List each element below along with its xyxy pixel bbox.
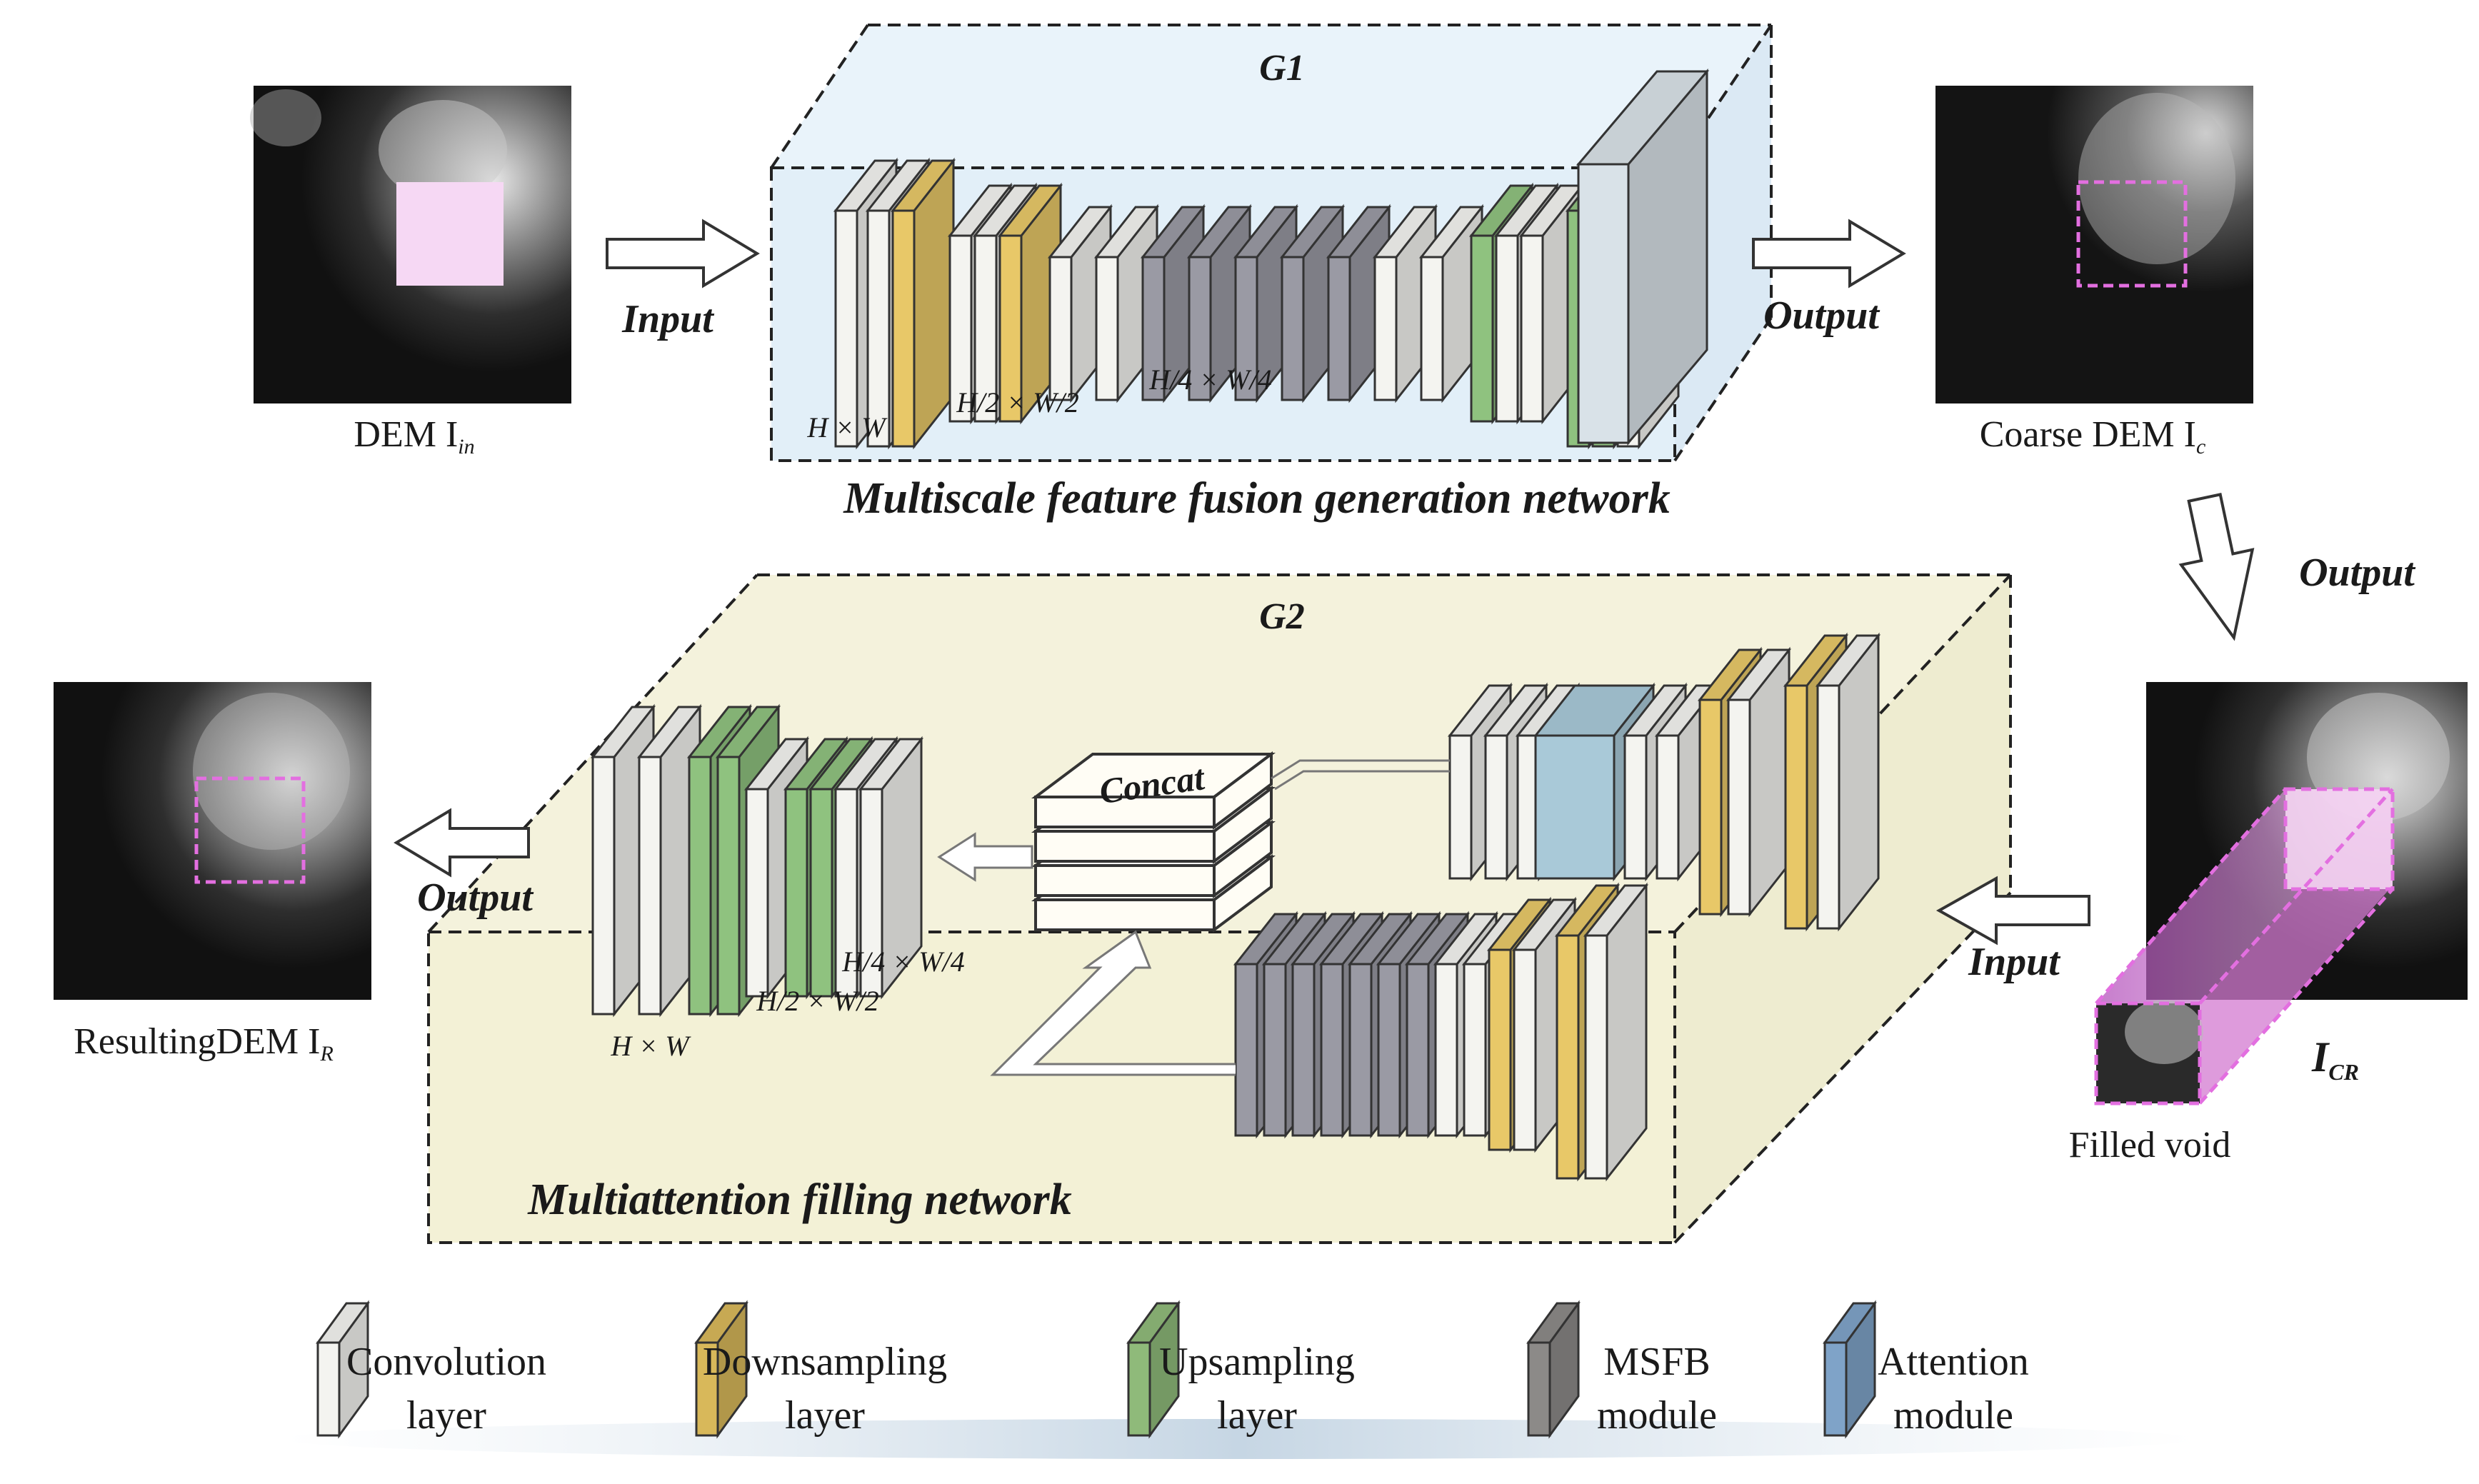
legend-swatch-0	[316, 1300, 370, 1439]
g2-dim-quarter: H/4 × W/4	[841, 946, 964, 978]
g2-top-conv-7	[1726, 646, 1792, 918]
filled-void-label: Filled void	[2069, 1125, 2231, 1165]
output-label-right: Output	[2299, 551, 2415, 595]
connector-top-2	[1274, 770, 1450, 791]
g2-layer-stack	[590, 632, 1881, 1182]
g1-dim-half: H/2 × W/2	[956, 386, 1078, 418]
g1-conv-layer-6	[1047, 204, 1113, 403]
g1-layer-stack	[833, 68, 1710, 450]
legend-label-3-line1: MSFB	[1603, 1340, 1710, 1384]
g2-dim-half: H/2 × W/2	[756, 985, 878, 1017]
legend-label-4-line1: Attention	[1878, 1340, 2029, 1384]
output-arrow-left	[394, 808, 530, 878]
coarse-dem-image	[1935, 86, 2253, 403]
legend-label-0-line2: layer	[406, 1393, 486, 1438]
concat-block: Concat	[1031, 751, 1276, 933]
legend-item-1: Downsampling layer	[694, 1300, 947, 1439]
input-label-right: Input	[1968, 940, 2060, 984]
legend-swatch-4	[1823, 1300, 1877, 1439]
legend-item-2: Upsampling layer	[1126, 1300, 1355, 1439]
void-region	[396, 182, 504, 286]
connector-bottom	[990, 930, 1236, 1076]
legend-label-0-line1: Convolution	[346, 1340, 546, 1384]
dem-input-label: DEM Iin	[354, 414, 474, 458]
legend-label-1-line2: layer	[785, 1393, 865, 1438]
legend-label-1-line1: Downsampling	[703, 1340, 947, 1384]
g2-network: Concat G2 H × W H/2 × W/2 H/4 × W/4 Mult…	[427, 573, 2012, 1244]
legend-label-3-line2: module	[1597, 1393, 1717, 1438]
result-void-region	[194, 776, 306, 884]
legend-swatch-1	[694, 1300, 748, 1439]
g1-conv-final-layer	[1576, 68, 1710, 446]
legend-label-2-line2: layer	[1217, 1393, 1297, 1438]
coarse-void-region	[2076, 180, 2188, 288]
concat-to-decoder-arrow	[937, 832, 1033, 882]
dem-input-image	[250, 86, 571, 403]
legend: ConvolutionlayerDownsamplinglayerUpsampl…	[282, 1300, 2196, 1459]
input-label-top: Input	[621, 297, 714, 341]
g2-top-conv-9	[1815, 632, 1881, 932]
input-arrow-top	[606, 219, 760, 289]
legend-swatch-3	[1526, 1300, 1581, 1439]
legend-swatch-2	[1126, 1300, 1181, 1439]
g1-dim-full: H × W	[806, 411, 888, 443]
g1-network: G1 H × W H/2 × W/2 H/4 × W/4 Multiscale …	[770, 24, 1773, 523]
g1-caption: Multiscale feature fusion generation net…	[843, 474, 1670, 523]
resulting-dem-image	[54, 682, 371, 1000]
filled-void-prism	[2094, 787, 2395, 1106]
legend-label-4-line2: module	[1893, 1393, 2013, 1438]
output-arrow-top	[1752, 219, 1906, 289]
input-arrow-right	[1935, 876, 2090, 946]
output-label-left: Output	[417, 876, 534, 920]
resulting-dem-label: ResultingDEM IR	[74, 1021, 334, 1066]
g2-title: G2	[1259, 596, 1305, 637]
legend-item-4: Attention module	[1823, 1300, 2029, 1439]
output-label-top: Output	[1763, 294, 1880, 338]
g2-dim-full: H × W	[610, 1030, 691, 1062]
g2-bottom-conv-12	[1583, 882, 1649, 1182]
legend-item-0: Convolution layer	[316, 1300, 546, 1439]
icr-image	[2094, 682, 2468, 1106]
g1-title: G1	[1259, 48, 1305, 89]
g2-caption: Multiattention filling network	[527, 1175, 1071, 1224]
g1-down-layer-2	[890, 157, 956, 450]
legend-item-3: MSFB module	[1526, 1300, 1717, 1439]
legend-label-2-line1: Upsampling	[1159, 1340, 1355, 1384]
coarse-dem-label: Coarse DEM Ic	[1980, 414, 2206, 458]
output-arrow-right	[2178, 493, 2255, 641]
g2-decoder-conv-8	[858, 736, 924, 1000]
icr-label: ICR	[2311, 1033, 2359, 1085]
connector-top	[1271, 759, 1450, 780]
g1-dim-quarter: H/4 × W/4	[1148, 364, 1271, 396]
